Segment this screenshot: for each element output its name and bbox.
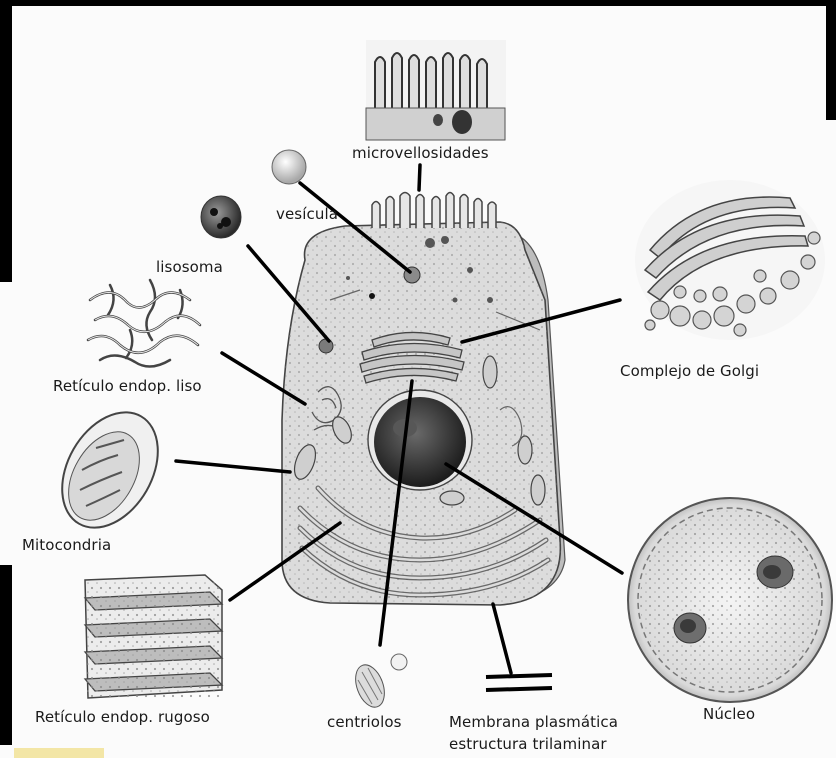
centrioles-illustration — [350, 654, 407, 711]
label-golgi: Complejo de Golgi — [620, 362, 759, 380]
vesicle-illustration — [272, 150, 306, 184]
label-lisosoma: lisosoma — [156, 258, 223, 276]
label-reticulo-liso: Retículo endop. liso — [53, 377, 202, 395]
label-mitocondria: Mitocondria — [22, 536, 111, 554]
label-microvellosidades: microvellosidades — [352, 144, 489, 162]
label-centriolos: centriolos — [327, 713, 402, 731]
label-nucleo: Núcleo — [703, 705, 755, 723]
trilaminar-membrane-symbol — [486, 675, 552, 690]
golgi-illustration — [635, 180, 825, 340]
label-membrana-line2: estructura trilaminar — [449, 735, 607, 753]
label-membrana-line1: Membrana plasmática — [449, 713, 618, 731]
cell-body — [282, 193, 565, 606]
microvilli-inset — [366, 40, 506, 140]
lysosome-illustration — [201, 196, 241, 238]
label-reticulo-rugoso: Retículo endop. rugoso — [35, 708, 210, 726]
label-vesicula: vesícula — [276, 205, 338, 223]
nucleus-illustration — [628, 498, 832, 702]
mitochondrion-illustration — [43, 395, 178, 544]
rough-er-illustration — [85, 575, 222, 698]
